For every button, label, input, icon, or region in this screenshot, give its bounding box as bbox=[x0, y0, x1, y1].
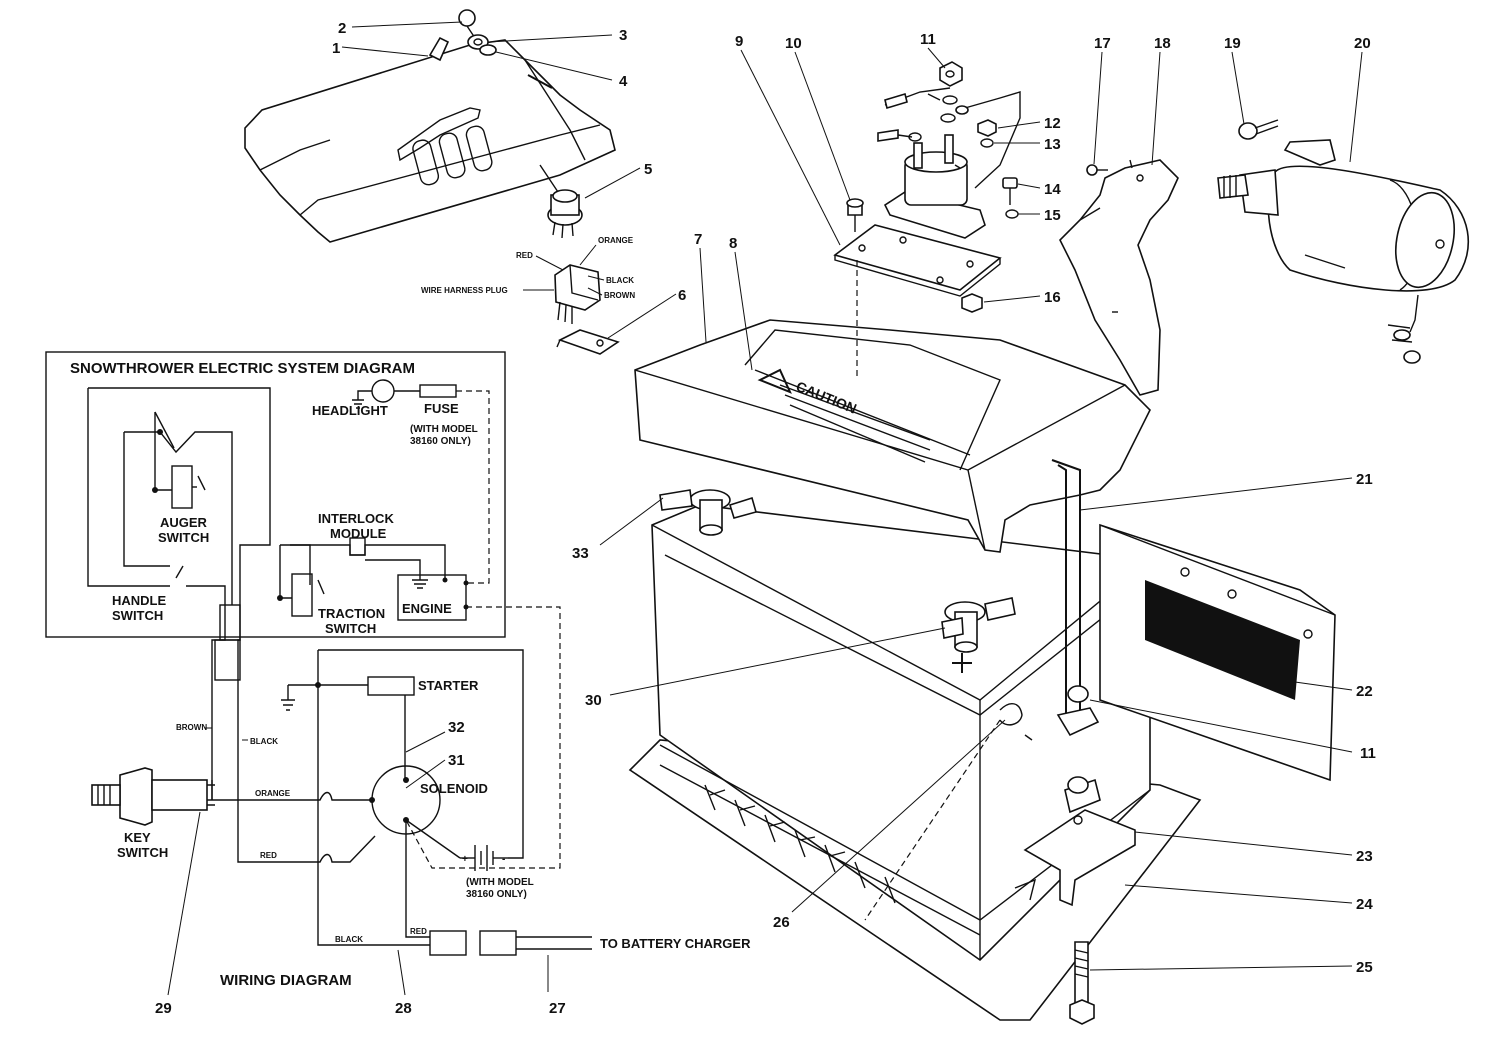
callout-20: 20 bbox=[1354, 35, 1371, 52]
callout-10: 10 bbox=[785, 35, 802, 52]
wiring-diagram: KEY SWITCH BROWN BLACK ORANGE RED STARTE… bbox=[91, 604, 751, 989]
callout-28: 28 bbox=[395, 1000, 412, 1017]
callout-11-lower: 11 bbox=[1360, 745, 1376, 762]
plug-label-red: RED bbox=[516, 251, 533, 260]
alignment-line bbox=[864, 719, 1001, 921]
interlock-label-1: INTERLOCK bbox=[318, 511, 394, 526]
callout-26: 26 bbox=[773, 914, 790, 931]
callout-27: 27 bbox=[549, 1000, 566, 1017]
callout-4: 4 bbox=[619, 73, 628, 90]
bracket-and-starter bbox=[1059, 119, 1470, 396]
callout-32: 32 bbox=[448, 719, 465, 736]
wire-red-label: RED bbox=[260, 851, 277, 860]
battery-assembly: CAUTION bbox=[628, 319, 1336, 1025]
callout-2: 2 bbox=[338, 20, 346, 37]
battery-minus: - bbox=[502, 854, 505, 865]
callout-22: 22 bbox=[1356, 683, 1373, 700]
callout-16: 16 bbox=[1044, 289, 1061, 306]
callout-5: 5 bbox=[644, 161, 652, 178]
callout-12: 12 bbox=[1044, 115, 1061, 132]
wire-red2-label: RED bbox=[410, 927, 427, 936]
callout-9: 9 bbox=[735, 33, 743, 50]
solenoid-label: SOLENOID bbox=[420, 781, 488, 796]
plug-label-harness: WIRE HARNESS PLUG bbox=[421, 286, 508, 295]
callout-15: 15 bbox=[1044, 207, 1061, 224]
engine-label: ENGINE bbox=[402, 601, 452, 616]
solenoid-assembly bbox=[833, 61, 1021, 313]
callout-21: 21 bbox=[1356, 471, 1373, 488]
system-diagram: SNOWTHROWER ELECTRIC SYSTEM DIAGRAM HEAD… bbox=[45, 351, 506, 638]
callout-3: 3 bbox=[619, 27, 627, 44]
control-panel-assembly bbox=[244, 9, 620, 355]
starter-label: STARTER bbox=[418, 678, 479, 693]
fuse-note-2: 38160 ONLY) bbox=[410, 436, 471, 447]
handle-label-1: HANDLE bbox=[112, 593, 166, 608]
callout-31: 31 bbox=[448, 752, 465, 769]
callout-11: 11 bbox=[920, 31, 936, 48]
callout-24: 24 bbox=[1356, 896, 1373, 913]
fuse-note-1: (WITH MODEL bbox=[410, 424, 478, 435]
battery-note-1: (WITH MODEL bbox=[466, 877, 534, 888]
callout-14: 14 bbox=[1044, 181, 1061, 198]
battery-note-2: 38160 ONLY) bbox=[466, 889, 527, 900]
callout-30: 30 bbox=[585, 692, 602, 709]
callout-33: 33 bbox=[572, 545, 589, 562]
battery-plus: + bbox=[462, 854, 468, 865]
traction-label-1: TRACTION bbox=[318, 606, 385, 621]
charger-label: TO BATTERY CHARGER bbox=[600, 936, 751, 951]
callout-1: 1 bbox=[332, 40, 340, 57]
wire-orange-label: ORANGE bbox=[255, 789, 291, 798]
plug-label-orange: ORANGE bbox=[598, 236, 634, 245]
callout-6: 6 bbox=[678, 287, 686, 304]
plug-label-brown: BROWN bbox=[604, 291, 635, 300]
key-switch-label-1: KEY bbox=[124, 830, 151, 845]
fuse-label: FUSE bbox=[424, 401, 459, 416]
system-diagram-title: SNOWTHROWER ELECTRIC SYSTEM DIAGRAM bbox=[70, 360, 415, 377]
plug-labels: ORANGE RED BLACK BROWN WIRE HARNESS PLUG bbox=[421, 236, 635, 300]
callout-19: 19 bbox=[1224, 35, 1241, 52]
interlock-label-2: MODULE bbox=[330, 526, 387, 541]
key-switch-label-2: SWITCH bbox=[117, 845, 168, 860]
wire-brown-label: BROWN bbox=[176, 723, 207, 732]
leader-lines bbox=[167, 21, 1363, 996]
callout-13: 13 bbox=[1044, 136, 1061, 153]
callout-numbers: 1 2 3 4 5 6 7 8 9 10 11 12 13 14 15 16 1… bbox=[155, 20, 1376, 1017]
plug-label-black: BLACK bbox=[606, 276, 634, 285]
callout-8: 8 bbox=[729, 235, 737, 252]
auger-label-1: AUGER bbox=[160, 515, 208, 530]
callout-7: 7 bbox=[694, 231, 702, 248]
auger-label-2: SWITCH bbox=[158, 530, 209, 545]
callout-25: 25 bbox=[1356, 959, 1373, 976]
wiring-diagram-title: WIRING DIAGRAM bbox=[220, 972, 352, 989]
handle-label-2: SWITCH bbox=[112, 608, 163, 623]
traction-label-2: SWITCH bbox=[325, 621, 376, 636]
callout-18: 18 bbox=[1154, 35, 1171, 52]
wire-black2-label: BLACK bbox=[335, 935, 363, 944]
callout-17: 17 bbox=[1094, 35, 1111, 52]
wire-black-label: BLACK bbox=[250, 737, 278, 746]
callout-29: 29 bbox=[155, 1000, 172, 1017]
callout-23: 23 bbox=[1356, 848, 1373, 865]
headlight-label: HEADLIGHT bbox=[312, 403, 388, 418]
